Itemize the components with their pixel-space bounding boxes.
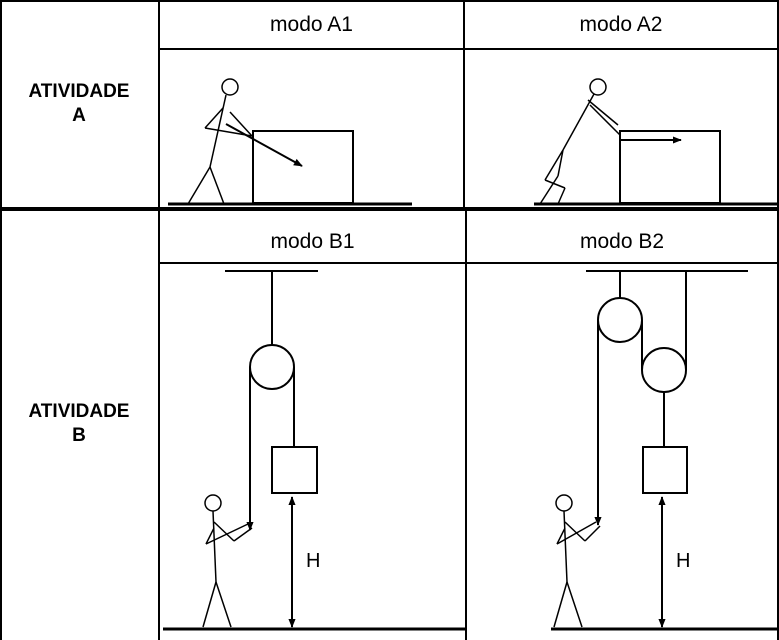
- height-label-b1: H: [306, 550, 320, 572]
- activity-b-label-line2: B: [72, 425, 86, 446]
- person-figure: [554, 511, 600, 627]
- activity-a-divider-1: [158, 0, 160, 209]
- fixed-pulley: [598, 298, 642, 342]
- mode-a1-drawing: [168, 79, 412, 204]
- activity-b-top-border: [0, 209, 779, 211]
- person-head: [590, 79, 606, 95]
- activity-a-header-line: [158, 48, 779, 50]
- mode-a1-title: modo A1: [270, 13, 353, 36]
- person-head: [205, 495, 221, 511]
- pulley: [250, 345, 294, 389]
- activity-a-label-line1: ATIVIDADE: [28, 81, 130, 102]
- activity-b-label: ATIVIDADE B: [0, 400, 158, 448]
- person-head: [222, 79, 238, 95]
- load-block: [272, 447, 317, 493]
- activity-b-divider-2: [465, 209, 467, 640]
- activity-a-divider-2: [463, 0, 465, 209]
- mode-a2-title: modo A2: [579, 13, 663, 36]
- activity-a-table: [0, 0, 779, 209]
- person-figure: [188, 95, 252, 204]
- mode-b2-drawing: [551, 271, 779, 629]
- force-arrow: [226, 124, 303, 166]
- activity-b-header-line: [158, 262, 779, 264]
- person-head: [556, 495, 572, 511]
- box: [620, 131, 720, 203]
- activity-a-label: ATIVIDADE A: [0, 80, 158, 128]
- mode-b2-title: modo B2: [579, 230, 665, 253]
- person-figure: [540, 94, 620, 204]
- mode-b1-drawing: [163, 271, 465, 629]
- person-figure: [203, 511, 252, 627]
- load-block: [643, 447, 687, 493]
- activity-b-divider-1: [158, 209, 160, 640]
- mode-a2-drawing: [534, 79, 779, 204]
- movable-pulley: [642, 348, 686, 392]
- box: [253, 131, 353, 203]
- mode-b1-title: modo B1: [270, 230, 355, 253]
- activity-a-label-line2: A: [72, 105, 86, 126]
- height-label-b2: H: [676, 550, 690, 572]
- activity-b-label-line1: ATIVIDADE: [28, 401, 130, 422]
